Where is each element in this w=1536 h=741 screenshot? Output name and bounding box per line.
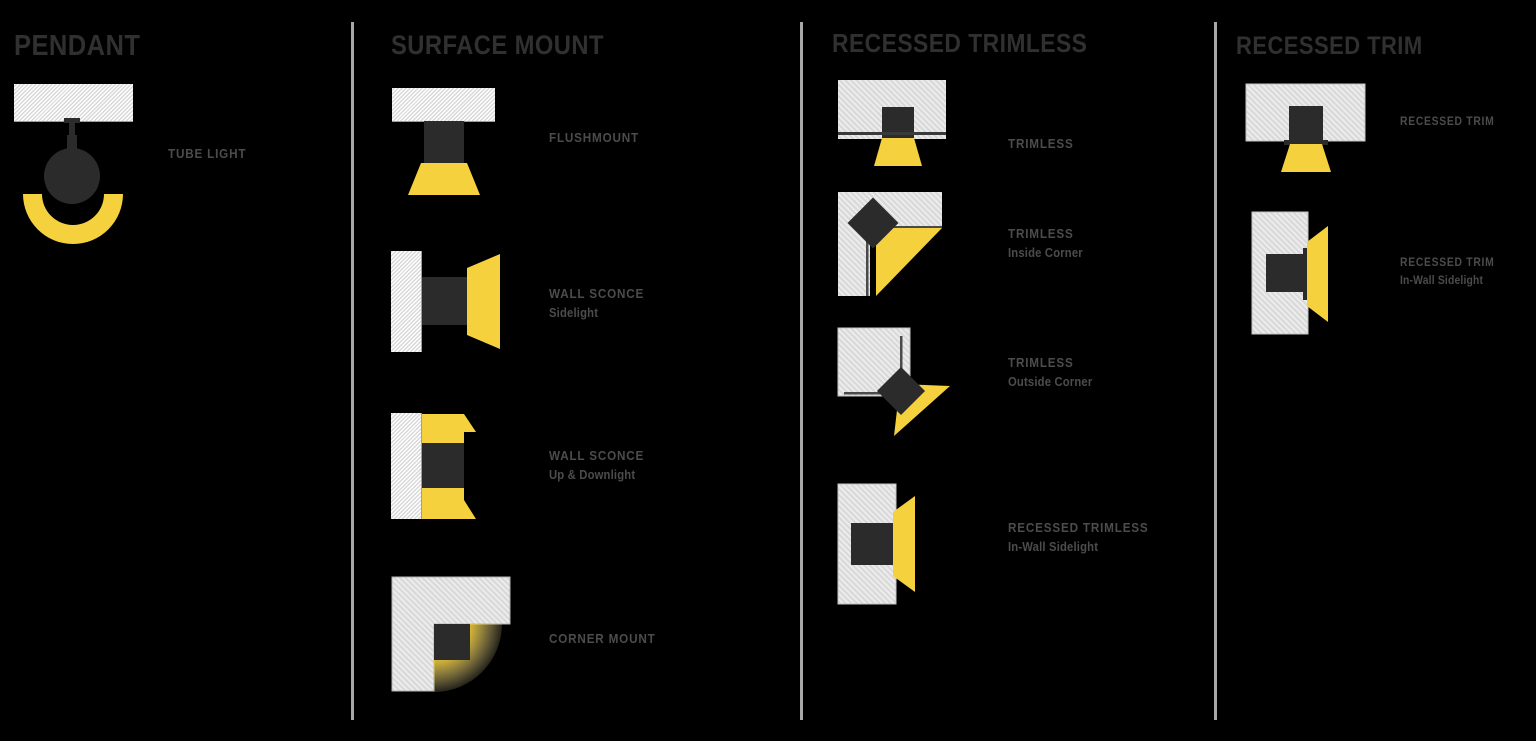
label-corner-mount: CORNER MOUNT [549, 631, 656, 646]
wall-hatch [391, 413, 422, 519]
label-wall-sconce-up-downlight: WALL SCONCE Up & Downlight [549, 448, 645, 483]
flushmount-fixture-figure [408, 121, 480, 195]
column-title-recessed-trimless: RECESSED TRIMLESS [832, 28, 1088, 58]
recessed-trim-figure [1245, 83, 1366, 172]
column-divider-3 [1214, 22, 1217, 720]
column-title-surface-mount: SURFACE MOUNT [391, 30, 604, 60]
wall-hatch [391, 251, 422, 352]
column-divider-2 [800, 22, 803, 720]
column-divider-1 [351, 22, 354, 720]
column-recessed-trim: RECESSED TRIM RECESSED TRIM [1214, 0, 1536, 741]
trimless-figure [838, 80, 946, 166]
pendant-fixture-figure [23, 118, 123, 244]
column-title-recessed-trim: RECESSED TRIM [1236, 32, 1423, 60]
label-flushmount: FLUSHMOUNT [549, 130, 639, 145]
column-surface-mount: SURFACE MOUNT FLUSHMOUNT WALL SCONCE Sid… [351, 0, 800, 741]
wall-sconce-up-downlight-figure [422, 414, 476, 519]
wall-sconce-sidelight-figure [422, 254, 500, 349]
corner-mount-figure [391, 576, 511, 692]
ceiling-hatch [14, 84, 133, 122]
column-title-pendant: PENDANT [14, 30, 141, 62]
label-trimless-outside-corner: TRIMLESS Outside Corner [1008, 355, 1093, 390]
label-recessed-trim: RECESSED TRIM [1400, 116, 1495, 128]
column-pendant: PENDANT TUBE LIGHT [0, 0, 351, 741]
label-trimless: TRIMLESS [1008, 136, 1074, 151]
label-recessed-trimless-in-wall-sidelight: RECESSED TRIMLESS In-Wall Sidelight [1008, 520, 1149, 555]
ceiling-hatch [392, 88, 495, 122]
column-recessed-trimless: RECESSED TRIMLESS TRIMLESS [800, 0, 1214, 741]
trimless-outside-corner-figure [837, 327, 950, 436]
recessed-trim-in-wall-sidelight-figure [1251, 211, 1328, 335]
label-tube-light: TUBE LIGHT [168, 146, 247, 161]
recessed-trimless-in-wall-sidelight-figure [837, 483, 915, 605]
label-trimless-inside-corner: TRIMLESS Inside Corner [1008, 226, 1083, 261]
label-wall-sconce-sidelight: WALL SCONCE Sidelight [549, 286, 645, 321]
trimless-inside-corner-figure [838, 192, 942, 296]
label-recessed-trim-in-wall-sidelight: RECESSED TRIM In-Wall Sidelight [1400, 257, 1495, 287]
